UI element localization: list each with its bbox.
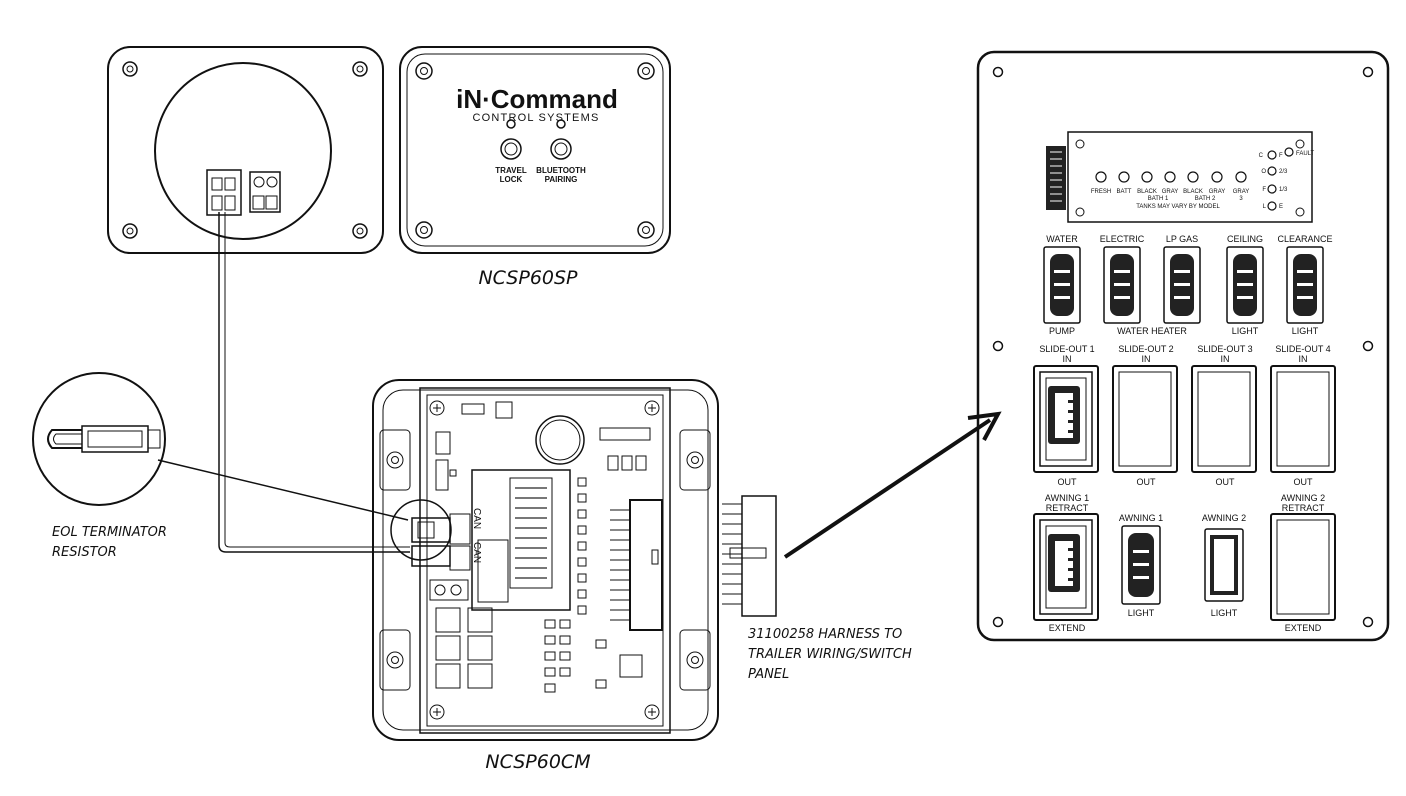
switch-panel: FRESH BATT BLACK GRAY BLACK GRAY GRAY BA… (976, 50, 1390, 642)
can-cable-line (218, 212, 410, 553)
brand-logo: iN·Command (456, 84, 618, 114)
sp-front-panel: iN·Command CONTROL SYSTEMS TRAVEL LOCK B… (399, 46, 671, 254)
eol-label-2: RESISTOR (52, 545, 117, 560)
water-heater-label: WATER HEATER (1117, 326, 1187, 336)
cm-model-label: NCSP60CM (485, 751, 590, 773)
awning-1-light-label: AWNING 1 (1119, 513, 1163, 523)
slide-out-4-switch[interactable] (1270, 365, 1336, 473)
level-l: L (1263, 204, 1267, 210)
sp-model-label: NCSP60SP (478, 267, 578, 289)
awning-2-light-switch[interactable] (1204, 528, 1244, 602)
travel-label-1: TRAVEL (495, 166, 527, 175)
awning-1-extend: EXTEND (1049, 623, 1086, 633)
slide-out-1-out: OUT (1137, 477, 1157, 487)
slide-out-3-label: SLIDE-OUT 3 (1197, 344, 1252, 354)
bluetooth-pairing-button[interactable] (550, 138, 572, 160)
slide-out-2-switch[interactable] (1112, 365, 1178, 473)
harness-label-1: 31100258 HARNESS TO (748, 627, 902, 642)
level-f: F (1279, 153, 1283, 159)
can-cable-line-inner (224, 212, 410, 548)
level-o: O (1261, 169, 1266, 175)
awning-1-switch[interactable] (1033, 513, 1099, 621)
eol-highlight-circle (390, 499, 452, 561)
harness-label-2: TRAILER WIRING/SWITCH (748, 647, 912, 662)
clearance-light-label: LIGHT (1292, 326, 1319, 336)
can-label-2: CAN (471, 542, 482, 563)
tank-black-2: BLACK (1183, 189, 1203, 195)
slide-out-4-label: SLIDE-OUT 4 (1275, 344, 1330, 354)
slide-out-4-out: OUT (1294, 477, 1314, 487)
arrow-line (783, 418, 992, 559)
tank-bath-1: BATH 1 (1148, 196, 1169, 202)
electric-water-heater-switch[interactable] (1103, 246, 1141, 324)
level-2-3: 2/3 (1279, 169, 1288, 175)
tank-black-1: BLACK (1137, 189, 1157, 195)
brand-subtitle: CONTROL SYSTEMS (473, 112, 600, 124)
lp-gas-water-heater-switch[interactable] (1163, 246, 1201, 324)
awning-2-light-label: AWNING 2 (1202, 513, 1246, 523)
harness-label-3: PANEL (748, 667, 789, 682)
tank-board-connector (1046, 146, 1066, 210)
level-e: E (1279, 204, 1283, 210)
travel-label-2: LOCK (500, 175, 523, 184)
eol-label-1: EOL TERMINATOR (52, 525, 167, 540)
awning-1-label: AWNING 1 (1045, 493, 1089, 503)
slide-out-1-switch[interactable] (1033, 365, 1099, 473)
awning-2-switch[interactable] (1270, 513, 1336, 621)
slide-out-3-in: IN (1221, 354, 1230, 364)
electric-label: ELECTRIC (1100, 234, 1145, 244)
clearance-light-switch[interactable] (1286, 246, 1324, 324)
awning-2-label: AWNING 2 (1281, 493, 1325, 503)
awning-1-retract: RETRACT (1046, 503, 1089, 513)
tank-gray-3: GRAY (1233, 189, 1250, 195)
bluetooth-label-1: BLUETOOTH (536, 166, 586, 175)
tank-bath-2: BATH 2 (1195, 196, 1216, 202)
ceiling-label: CEILING (1227, 234, 1263, 244)
travel-lock-button[interactable] (500, 138, 522, 160)
slide-out-2-label: SLIDE-OUT 2 (1118, 344, 1173, 354)
level-1-3: 1/3 (1279, 187, 1288, 193)
sp-back-panel (107, 46, 384, 254)
clearance-label: CLEARANCE (1277, 234, 1332, 244)
slide-out-1-out-label: OUT (1058, 477, 1078, 487)
awning-2-retract: RETRACT (1282, 503, 1325, 513)
lp-gas-label: LP GAS (1166, 234, 1198, 244)
slide-out-3-out: OUT (1216, 477, 1236, 487)
ceiling-light-switch[interactable] (1226, 246, 1264, 324)
tank-fresh: FRESH (1091, 189, 1111, 195)
tank-batt: BATT (1117, 189, 1132, 195)
harness-connector (722, 495, 777, 617)
eol-callout (32, 372, 409, 521)
cm-module: CAN CAN (372, 379, 719, 741)
can-label-1: CAN (471, 508, 482, 529)
awning-2-light: LIGHT (1211, 608, 1238, 618)
water-pump-switch[interactable] (1043, 246, 1081, 324)
tank-gray-3-sub: 3 (1239, 196, 1243, 202)
awning-1-light-switch[interactable] (1121, 525, 1161, 605)
bluetooth-label-2: PAIRING (545, 175, 578, 184)
slide-out-3-switch[interactable] (1191, 365, 1257, 473)
awning-1-light: LIGHT (1128, 608, 1155, 618)
water-label: WATER (1046, 234, 1078, 244)
level-f2: F (1262, 187, 1266, 193)
awning-2-extend: EXTEND (1285, 623, 1322, 633)
tank-gray-1: GRAY (1162, 189, 1179, 195)
slide-out-1-in: IN (1063, 354, 1072, 364)
pump-label: PUMP (1049, 326, 1075, 336)
slide-out-2-in: IN (1142, 354, 1151, 364)
slide-out-4-in: IN (1299, 354, 1308, 364)
fault-label: FAULT (1296, 151, 1315, 157)
ceiling-light-label: LIGHT (1232, 326, 1259, 336)
level-c: C (1259, 153, 1264, 159)
tank-note: TANKS MAY VARY BY MODEL (1136, 204, 1220, 210)
tank-gray-2: GRAY (1209, 189, 1226, 195)
slide-out-1-label: SLIDE-OUT 1 (1039, 344, 1094, 354)
travel-lock-led (506, 119, 516, 129)
bluetooth-led (556, 119, 566, 129)
